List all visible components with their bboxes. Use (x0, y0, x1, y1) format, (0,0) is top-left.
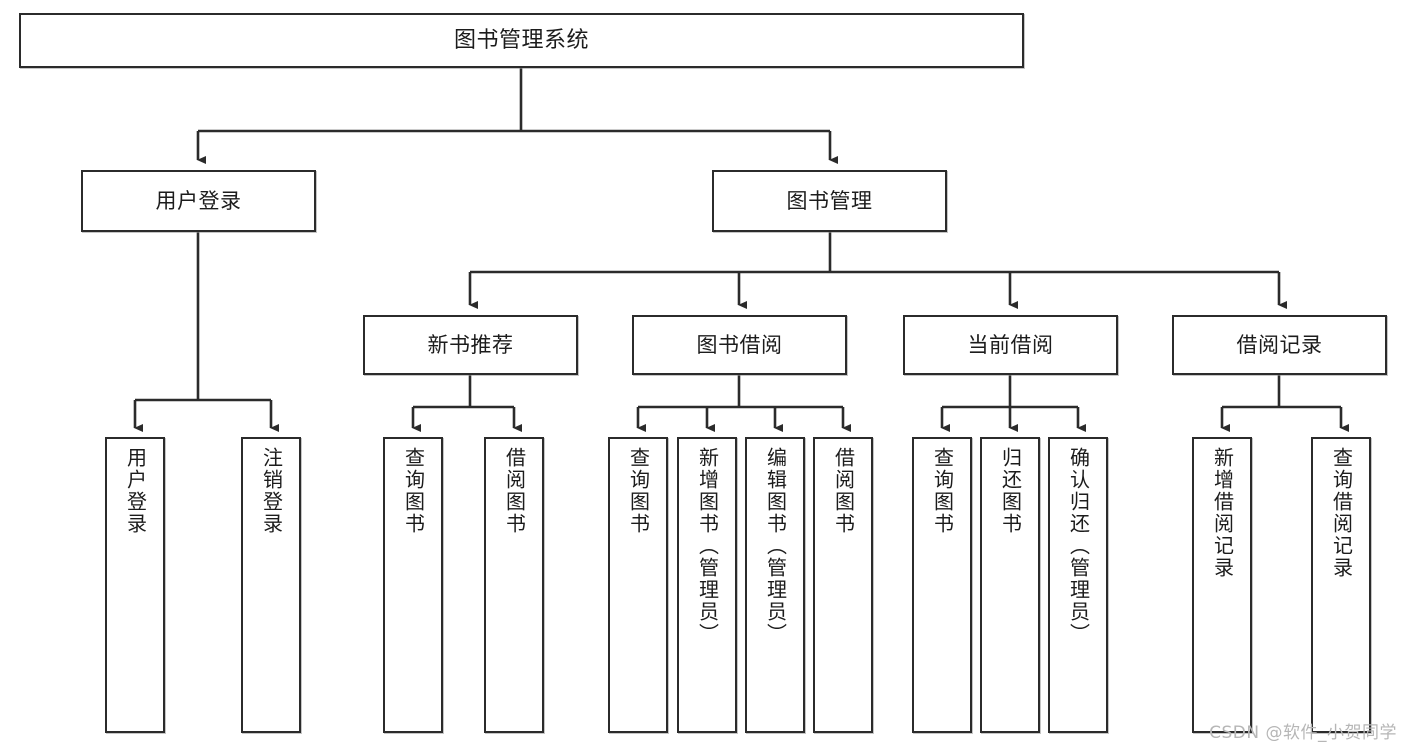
leaf-query-book-recommend[interactable]: 查询图书 (383, 437, 443, 733)
node-root-system[interactable]: 图书管理系统 (19, 13, 1024, 68)
node-label: 归还图书 (998, 447, 1023, 535)
node-label: 借阅图书 (831, 447, 856, 535)
leaf-edit-book[interactable]: 编辑图书（管理员） (745, 437, 805, 733)
node-label: 注销登录 (259, 447, 284, 535)
node-label: 查询图书 (930, 447, 955, 535)
leaf-borrow-book-recommend[interactable]: 借阅图书 (484, 437, 544, 733)
leaf-logout[interactable]: 注销登录 (241, 437, 301, 733)
node-label: 当前借阅 (967, 332, 1054, 357)
node-current-borrow[interactable]: 当前借阅 (903, 315, 1118, 375)
node-borrow-record[interactable]: 借阅记录 (1172, 315, 1387, 375)
node-new-book-recommend[interactable]: 新书推荐 (363, 315, 578, 375)
node-label: 图书管理 (786, 188, 873, 213)
node-label: 新增图书（管理员） (695, 447, 720, 645)
node-label: 借阅记录 (1236, 332, 1323, 357)
leaf-query-book-current[interactable]: 查询图书 (912, 437, 972, 733)
leaf-user-login[interactable]: 用户登录 (105, 437, 165, 733)
leaf-add-book[interactable]: 新增图书（管理员） (677, 437, 737, 733)
node-label: 图书借阅 (696, 332, 783, 357)
node-book-management[interactable]: 图书管理 (712, 170, 947, 232)
node-label: 查询图书 (626, 447, 651, 535)
node-label: 编辑图书（管理员） (763, 447, 788, 645)
node-label: 借阅图书 (502, 447, 527, 535)
node-label: 用户登录 (123, 447, 148, 535)
node-label: 图书管理系统 (453, 27, 589, 53)
node-label: 新书推荐 (427, 332, 514, 357)
leaf-query-borrow-record[interactable]: 查询借阅记录 (1311, 437, 1371, 733)
node-label: 查询借阅记录 (1329, 447, 1354, 579)
node-label: 新增借阅记录 (1210, 447, 1235, 579)
node-book-borrow[interactable]: 图书借阅 (632, 315, 847, 375)
leaf-borrow-book[interactable]: 借阅图书 (813, 437, 873, 733)
leaf-query-book-borrow[interactable]: 查询图书 (608, 437, 668, 733)
leaf-confirm-return[interactable]: 确认归还（管理员） (1048, 437, 1108, 733)
leaf-return-book[interactable]: 归还图书 (980, 437, 1040, 733)
node-label: 确认归还（管理员） (1066, 447, 1091, 645)
leaf-add-borrow-record[interactable]: 新增借阅记录 (1192, 437, 1252, 733)
node-label: 查询图书 (401, 447, 426, 535)
watermark: CSDN @软件_小贺同学 (1209, 723, 1397, 743)
node-label: 用户登录 (155, 188, 242, 213)
node-user-login[interactable]: 用户登录 (81, 170, 316, 232)
